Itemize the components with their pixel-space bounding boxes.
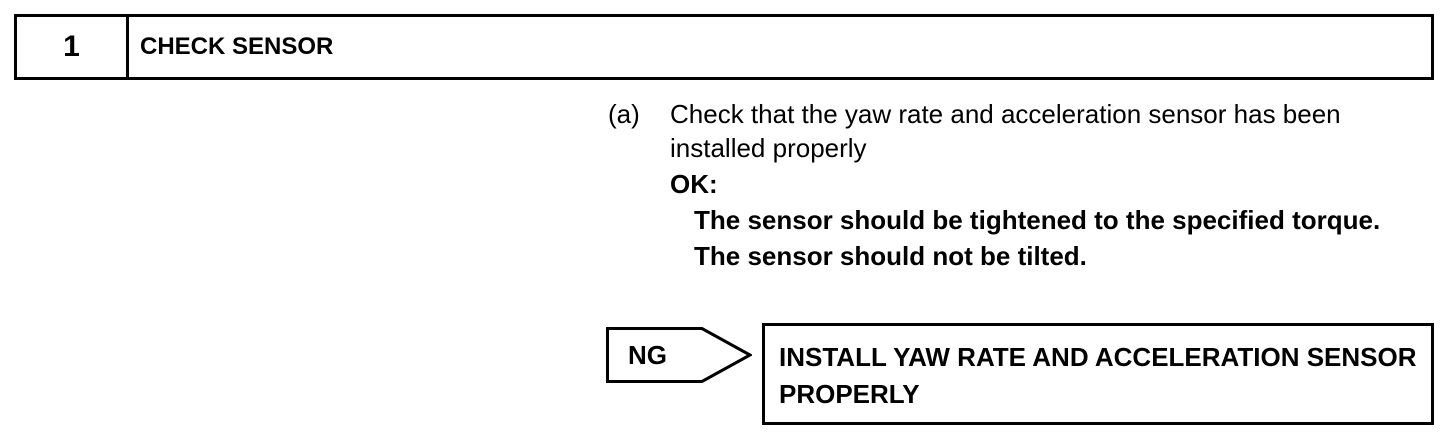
ng-arrow: NG [606, 327, 752, 383]
ok-criteria: The sensor should be tightened to the sp… [694, 202, 1424, 274]
ng-action-box: INSTALL YAW RATE AND ACCELERATION SENSOR… [762, 323, 1434, 425]
criterion-torque: The sensor should be tightened to the sp… [694, 205, 1381, 235]
ng-label: NG [628, 339, 667, 370]
instruction-text: Check that the yaw rate and acceleration… [670, 99, 1341, 163]
ng-arrow-icon [606, 327, 752, 383]
step-header: 1 CHECK SENSOR [14, 14, 1434, 80]
instruction: (a) Check that the yaw rate and accelera… [608, 97, 1428, 165]
step-title: CHECK SENSOR [140, 33, 334, 60]
step-number: 1 [17, 17, 129, 77]
instruction-marker: (a) [608, 99, 640, 129]
ok-label: OK: [670, 169, 718, 199]
criterion-tilt: The sensor should not be tilted. [694, 241, 1087, 271]
